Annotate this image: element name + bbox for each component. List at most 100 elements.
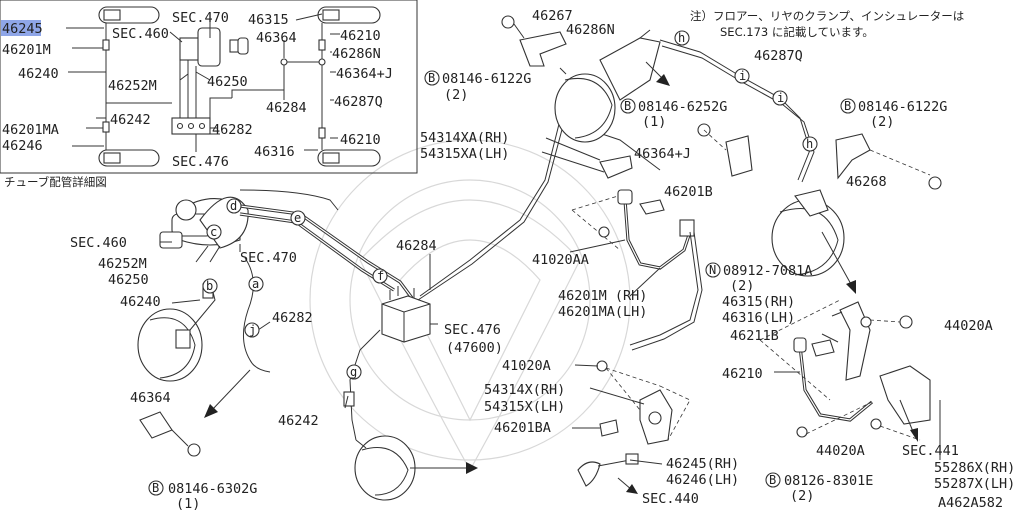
- label-08146-6122G-a-qty[interactable]: (2): [444, 87, 468, 103]
- inset-label-46210-bottom[interactable]: 46210: [340, 132, 381, 148]
- svg-text:d: d: [230, 199, 237, 213]
- inset-label-46245[interactable]: 46245: [2, 21, 43, 37]
- bolt-symbol-b3: B: [840, 98, 856, 114]
- callout-d: d: [226, 198, 242, 214]
- svg-text:B: B: [844, 99, 851, 113]
- main-drawing: [137, 15, 942, 501]
- label-46201B[interactable]: 46201B: [664, 184, 713, 200]
- svg-text:c: c: [210, 225, 217, 239]
- svg-text:f: f: [377, 269, 384, 283]
- label-08912-7081A[interactable]: 08912-7081A: [723, 263, 812, 279]
- bolt-symbol-b5: B: [765, 472, 781, 488]
- inset-label-46284[interactable]: 46284: [266, 100, 307, 116]
- inset-label-46286N[interactable]: 46286N: [332, 46, 381, 62]
- bolt-symbol-b4: B: [148, 480, 164, 496]
- label-44020A-a[interactable]: 44020A: [944, 318, 993, 334]
- label-08146-6252G[interactable]: 08146-6252G: [638, 99, 727, 115]
- label-08146-6302G[interactable]: 08146-6302G: [168, 481, 257, 497]
- label-08126-8301E-qty[interactable]: (2): [790, 488, 814, 504]
- svg-text:b: b: [206, 279, 213, 293]
- inset-label-46316[interactable]: 46316: [254, 144, 295, 160]
- callout-f: f: [372, 268, 388, 284]
- callout-i-lower: i: [772, 90, 788, 106]
- label-46201MA[interactable]: 46201MA(LH): [558, 304, 647, 320]
- label-46268[interactable]: 46268: [846, 174, 887, 190]
- bolt-symbols: B B B B B N: [148, 70, 856, 496]
- svg-text:B: B: [624, 99, 631, 113]
- label-08146-6122G-b-qty[interactable]: (2): [870, 114, 894, 130]
- callouts: a b c d e f g h i i h j: [202, 30, 818, 380]
- inset-label-46364J[interactable]: 46364+J: [336, 66, 393, 82]
- label-sec440[interactable]: SEC.440: [642, 491, 699, 507]
- label-55287X[interactable]: 55287X(LH): [934, 476, 1015, 492]
- inset-frame: [0, 0, 418, 174]
- label-46316[interactable]: 46316(LH): [722, 310, 795, 326]
- label-54315XA[interactable]: 54315XA(LH): [420, 146, 509, 162]
- svg-text:B: B: [152, 481, 159, 495]
- label-46201M[interactable]: 46201M (RH): [558, 288, 647, 304]
- label-46284[interactable]: 46284: [396, 238, 437, 254]
- svg-text:g: g: [350, 365, 357, 379]
- label-08146-6252G-qty[interactable]: (1): [642, 114, 666, 130]
- label-54315X[interactable]: 54315X(LH): [484, 399, 565, 415]
- inset-label-sec460[interactable]: SEC.460: [112, 26, 169, 42]
- inset-label-46201MA[interactable]: 46201MA: [2, 122, 59, 138]
- label-46286N[interactable]: 46286N: [566, 22, 615, 38]
- callout-c: c: [206, 224, 222, 240]
- label-08146-6302G-qty[interactable]: (1): [176, 496, 200, 510]
- callout-b: b: [202, 278, 218, 294]
- inset-label-46242[interactable]: 46242: [110, 112, 151, 128]
- inset-label-sec476[interactable]: SEC.476: [172, 154, 229, 170]
- label-46211B[interactable]: 46211B: [730, 328, 779, 344]
- label-46364[interactable]: 46364: [130, 390, 171, 406]
- inset-label-46282[interactable]: 46282: [212, 122, 253, 138]
- label-46201BA[interactable]: 46201BA: [494, 420, 551, 436]
- label-46364J[interactable]: 46364+J: [634, 146, 691, 162]
- label-41020A[interactable]: 41020A: [502, 358, 551, 374]
- label-54314XA[interactable]: 54314XA(RH): [420, 130, 509, 146]
- label-46246[interactable]: 46246(LH): [666, 472, 739, 488]
- label-41020AA[interactable]: 41020AA: [532, 252, 589, 268]
- callout-h-top: h: [674, 30, 690, 46]
- inset-label-46246[interactable]: 46246: [2, 138, 43, 154]
- inset-label-46210-top[interactable]: 46210: [340, 28, 381, 44]
- bolt-symbol-b2: B: [620, 98, 636, 114]
- label-08146-6122G-b[interactable]: 08146-6122G: [858, 99, 947, 115]
- callout-i-upper: i: [734, 68, 750, 84]
- svg-text:a: a: [252, 277, 259, 291]
- label-46250[interactable]: 46250: [108, 272, 149, 288]
- label-08146-6122G-a[interactable]: 08146-6122G: [442, 71, 531, 87]
- label-44020A-b[interactable]: 44020A: [816, 443, 865, 459]
- inset-label-46252M[interactable]: 46252M: [108, 78, 157, 94]
- inset-label-46315[interactable]: 46315: [248, 12, 289, 28]
- label-sec476[interactable]: SEC.476: [444, 322, 501, 338]
- label-sec460[interactable]: SEC.460: [70, 235, 127, 251]
- label-46267[interactable]: 46267: [532, 8, 573, 24]
- label-46315[interactable]: 46315(RH): [722, 294, 795, 310]
- inset-detail: 46245 46201M 46240 SEC.470 SEC.460 46252…: [0, 0, 418, 174]
- label-46245[interactable]: 46245(RH): [666, 456, 739, 472]
- inset-label-sec470[interactable]: SEC.470: [172, 10, 229, 26]
- callout-h-lower: h: [802, 136, 818, 152]
- label-sec441[interactable]: SEC.441: [902, 443, 959, 459]
- label-46287Q[interactable]: 46287Q: [754, 48, 803, 64]
- label-08126-8301E[interactable]: 08126-8301E: [784, 473, 873, 489]
- label-sec470[interactable]: SEC.470: [240, 250, 297, 266]
- label-08912-7081A-qty[interactable]: (2): [730, 278, 754, 294]
- label-46282[interactable]: 46282: [272, 310, 313, 326]
- label-46240[interactable]: 46240: [120, 294, 161, 310]
- bolt-symbol-b1: B: [424, 70, 440, 86]
- svg-text:h: h: [678, 31, 685, 45]
- inset-label-46250[interactable]: 46250: [207, 74, 248, 90]
- inset-label-46240[interactable]: 46240: [18, 66, 59, 82]
- label-46242[interactable]: 46242: [278, 413, 319, 429]
- label-55286X[interactable]: 55286X(RH): [934, 460, 1015, 476]
- main-labels: 46267 46286N 46287Q 08146-6122G (2) 0814…: [70, 8, 1015, 510]
- inset-label-46287Q[interactable]: 46287Q: [334, 94, 383, 110]
- label-47600[interactable]: (47600): [446, 340, 503, 356]
- inset-label-46364[interactable]: 46364: [256, 30, 297, 46]
- label-54314X[interactable]: 54314X(RH): [484, 382, 565, 398]
- label-46210[interactable]: 46210: [722, 366, 763, 382]
- inset-label-46201M[interactable]: 46201M: [2, 42, 51, 58]
- label-46252M[interactable]: 46252M: [98, 256, 147, 272]
